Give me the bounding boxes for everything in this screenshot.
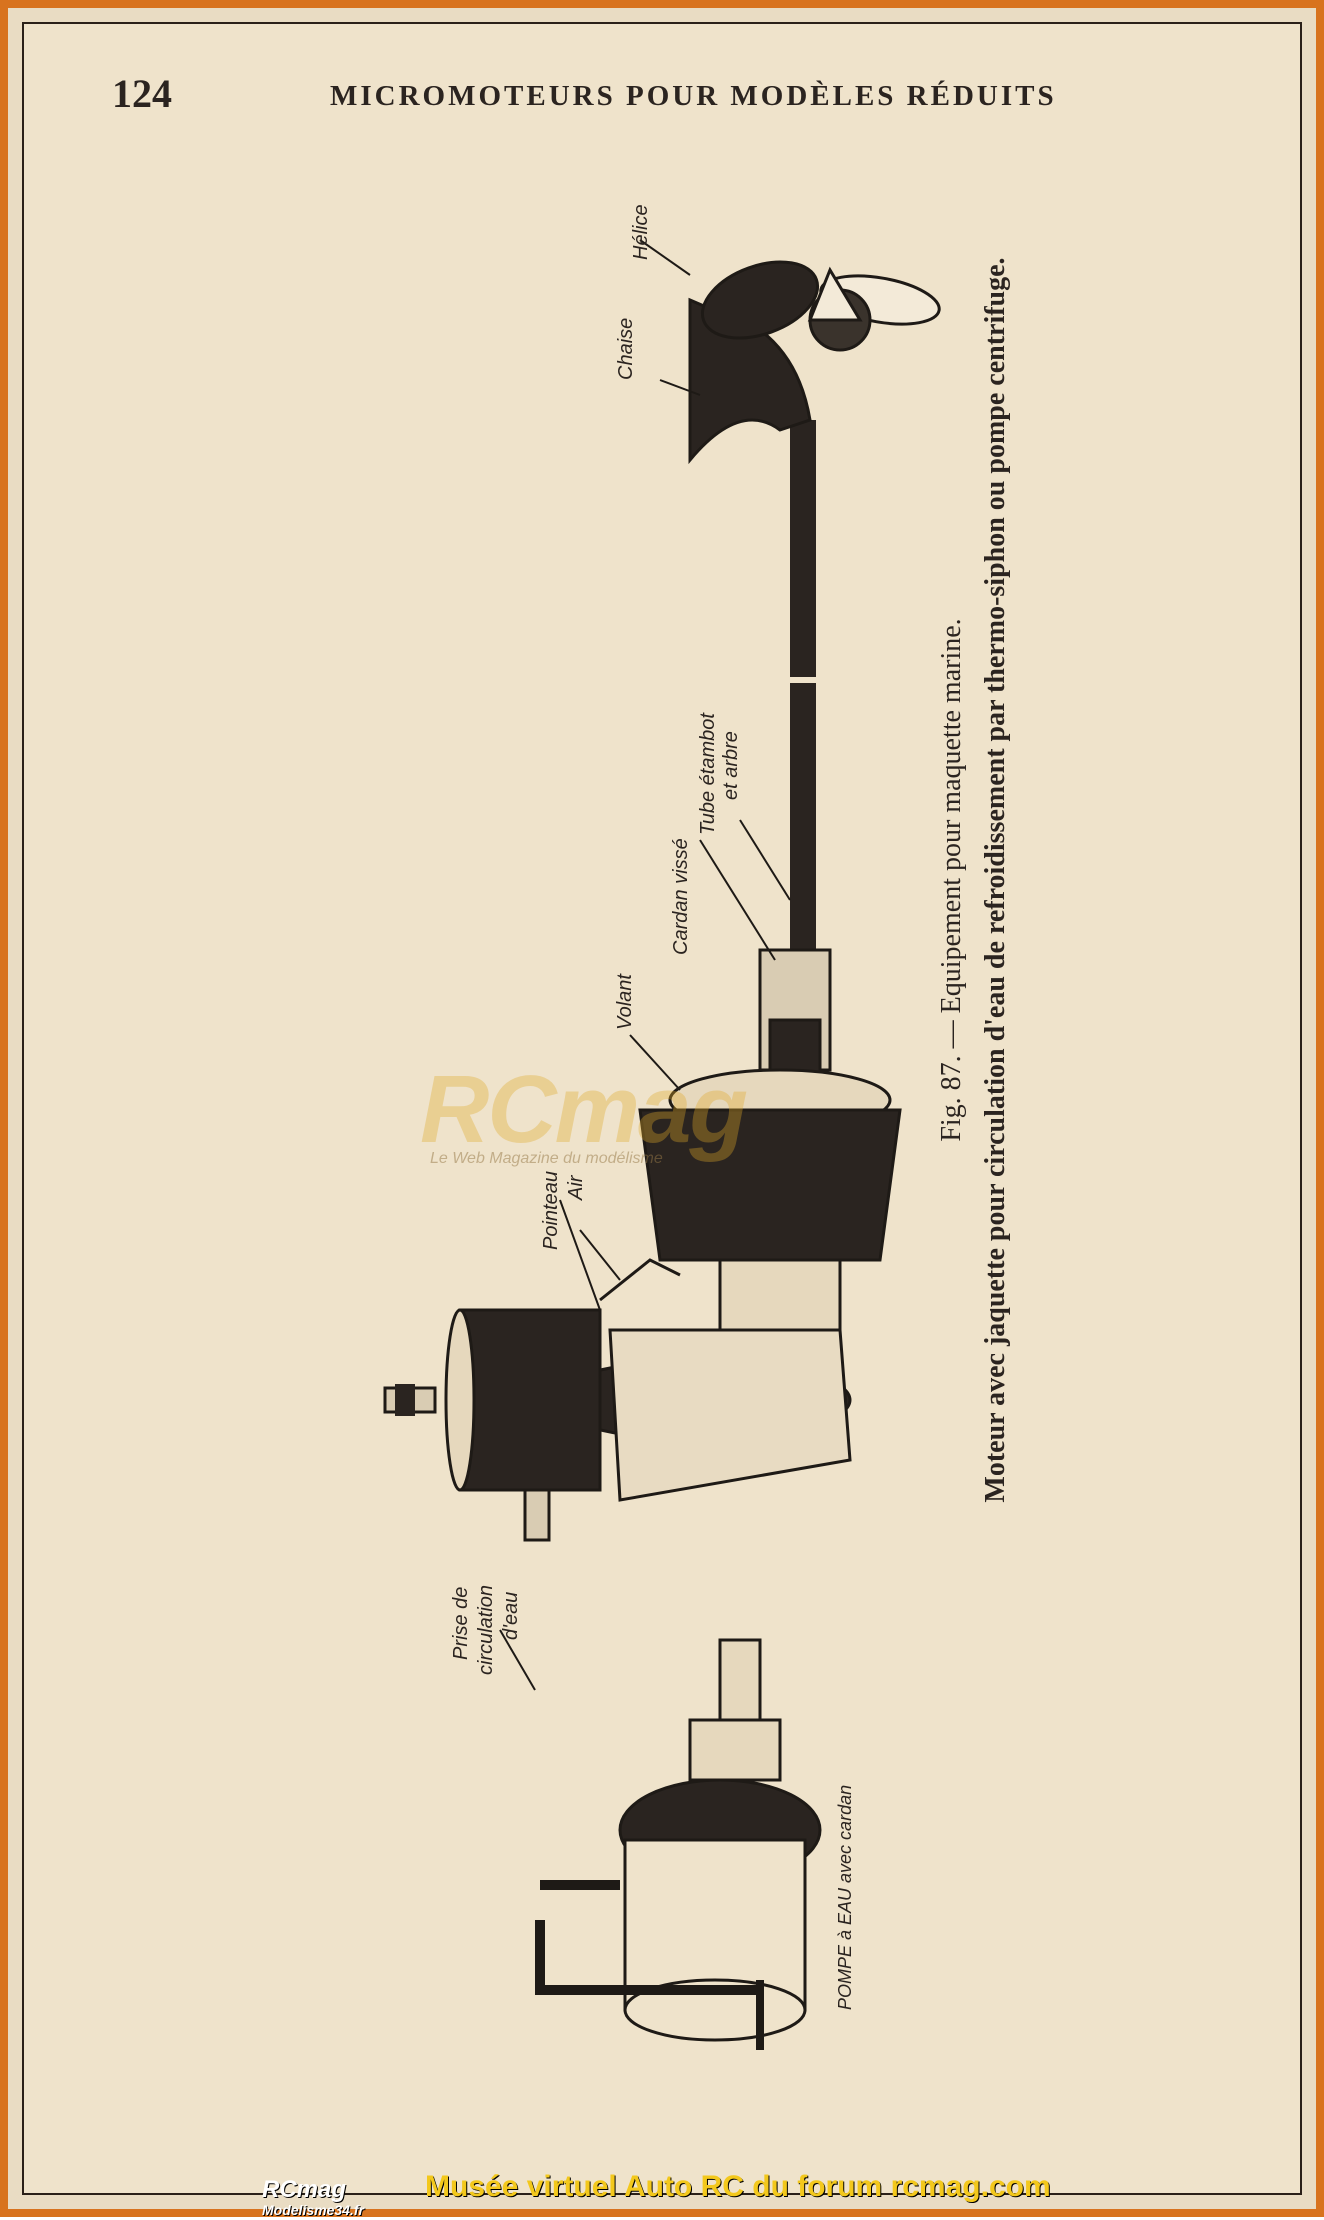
running-head: MICROMOTEURS POUR MODÈLES RÉDUITS (330, 80, 1057, 112)
label-prise-2: circulation (475, 1584, 497, 1675)
propeller (700, 260, 941, 352)
label-tube-2: et arbre (720, 731, 742, 800)
label-volant: Volant (614, 974, 636, 1030)
engine-crankcase (608, 1328, 852, 1502)
caption-line-2: Moteur avec jaquette pour circulation d'… (980, 257, 1011, 1503)
label-pompe: POMPE à EAU avec cardan (835, 1784, 855, 2010)
label-pointeau: Pointeau (540, 1171, 562, 1250)
label-tube: Tube étambot (697, 713, 719, 835)
caption-line-1: Fig. 87. — Equipement pour maquette mari… (936, 618, 967, 1142)
label-prise-3: d'eau (500, 1591, 522, 1640)
footer-text: Musée virtuel Auto RC du forum rcmag.com (425, 2170, 1051, 2203)
engine-cylinder (638, 1108, 902, 1262)
label-chaise: Chaise (615, 317, 637, 380)
watermark-tagline: Le Web Magazine du modélisme (430, 1150, 663, 1167)
footer-logo-bottom: Modelisme34.fr (262, 2202, 364, 2218)
label-prise-1: Prise de (450, 1586, 472, 1660)
propeller-shaft (790, 420, 816, 980)
label-helice: Hélice (630, 204, 652, 260)
footer-logo-top: RCmag (262, 2176, 347, 2203)
label-cardan: Cardan vissé (670, 838, 692, 955)
water-intake (523, 1488, 551, 1542)
label-air: Air (565, 1175, 587, 1200)
water-pump (535, 1638, 822, 2050)
chaise-bracket (688, 297, 812, 465)
watermark-logo: RCmag (420, 1056, 748, 1163)
footer-logo: RCmag Modelisme34.fr (262, 2176, 364, 2220)
needle-valve (599, 1258, 681, 1302)
figure-caption: Fig. 87. — Equipement pour maquette mari… (930, 80, 1018, 1680)
page-number: 124 (112, 71, 172, 116)
